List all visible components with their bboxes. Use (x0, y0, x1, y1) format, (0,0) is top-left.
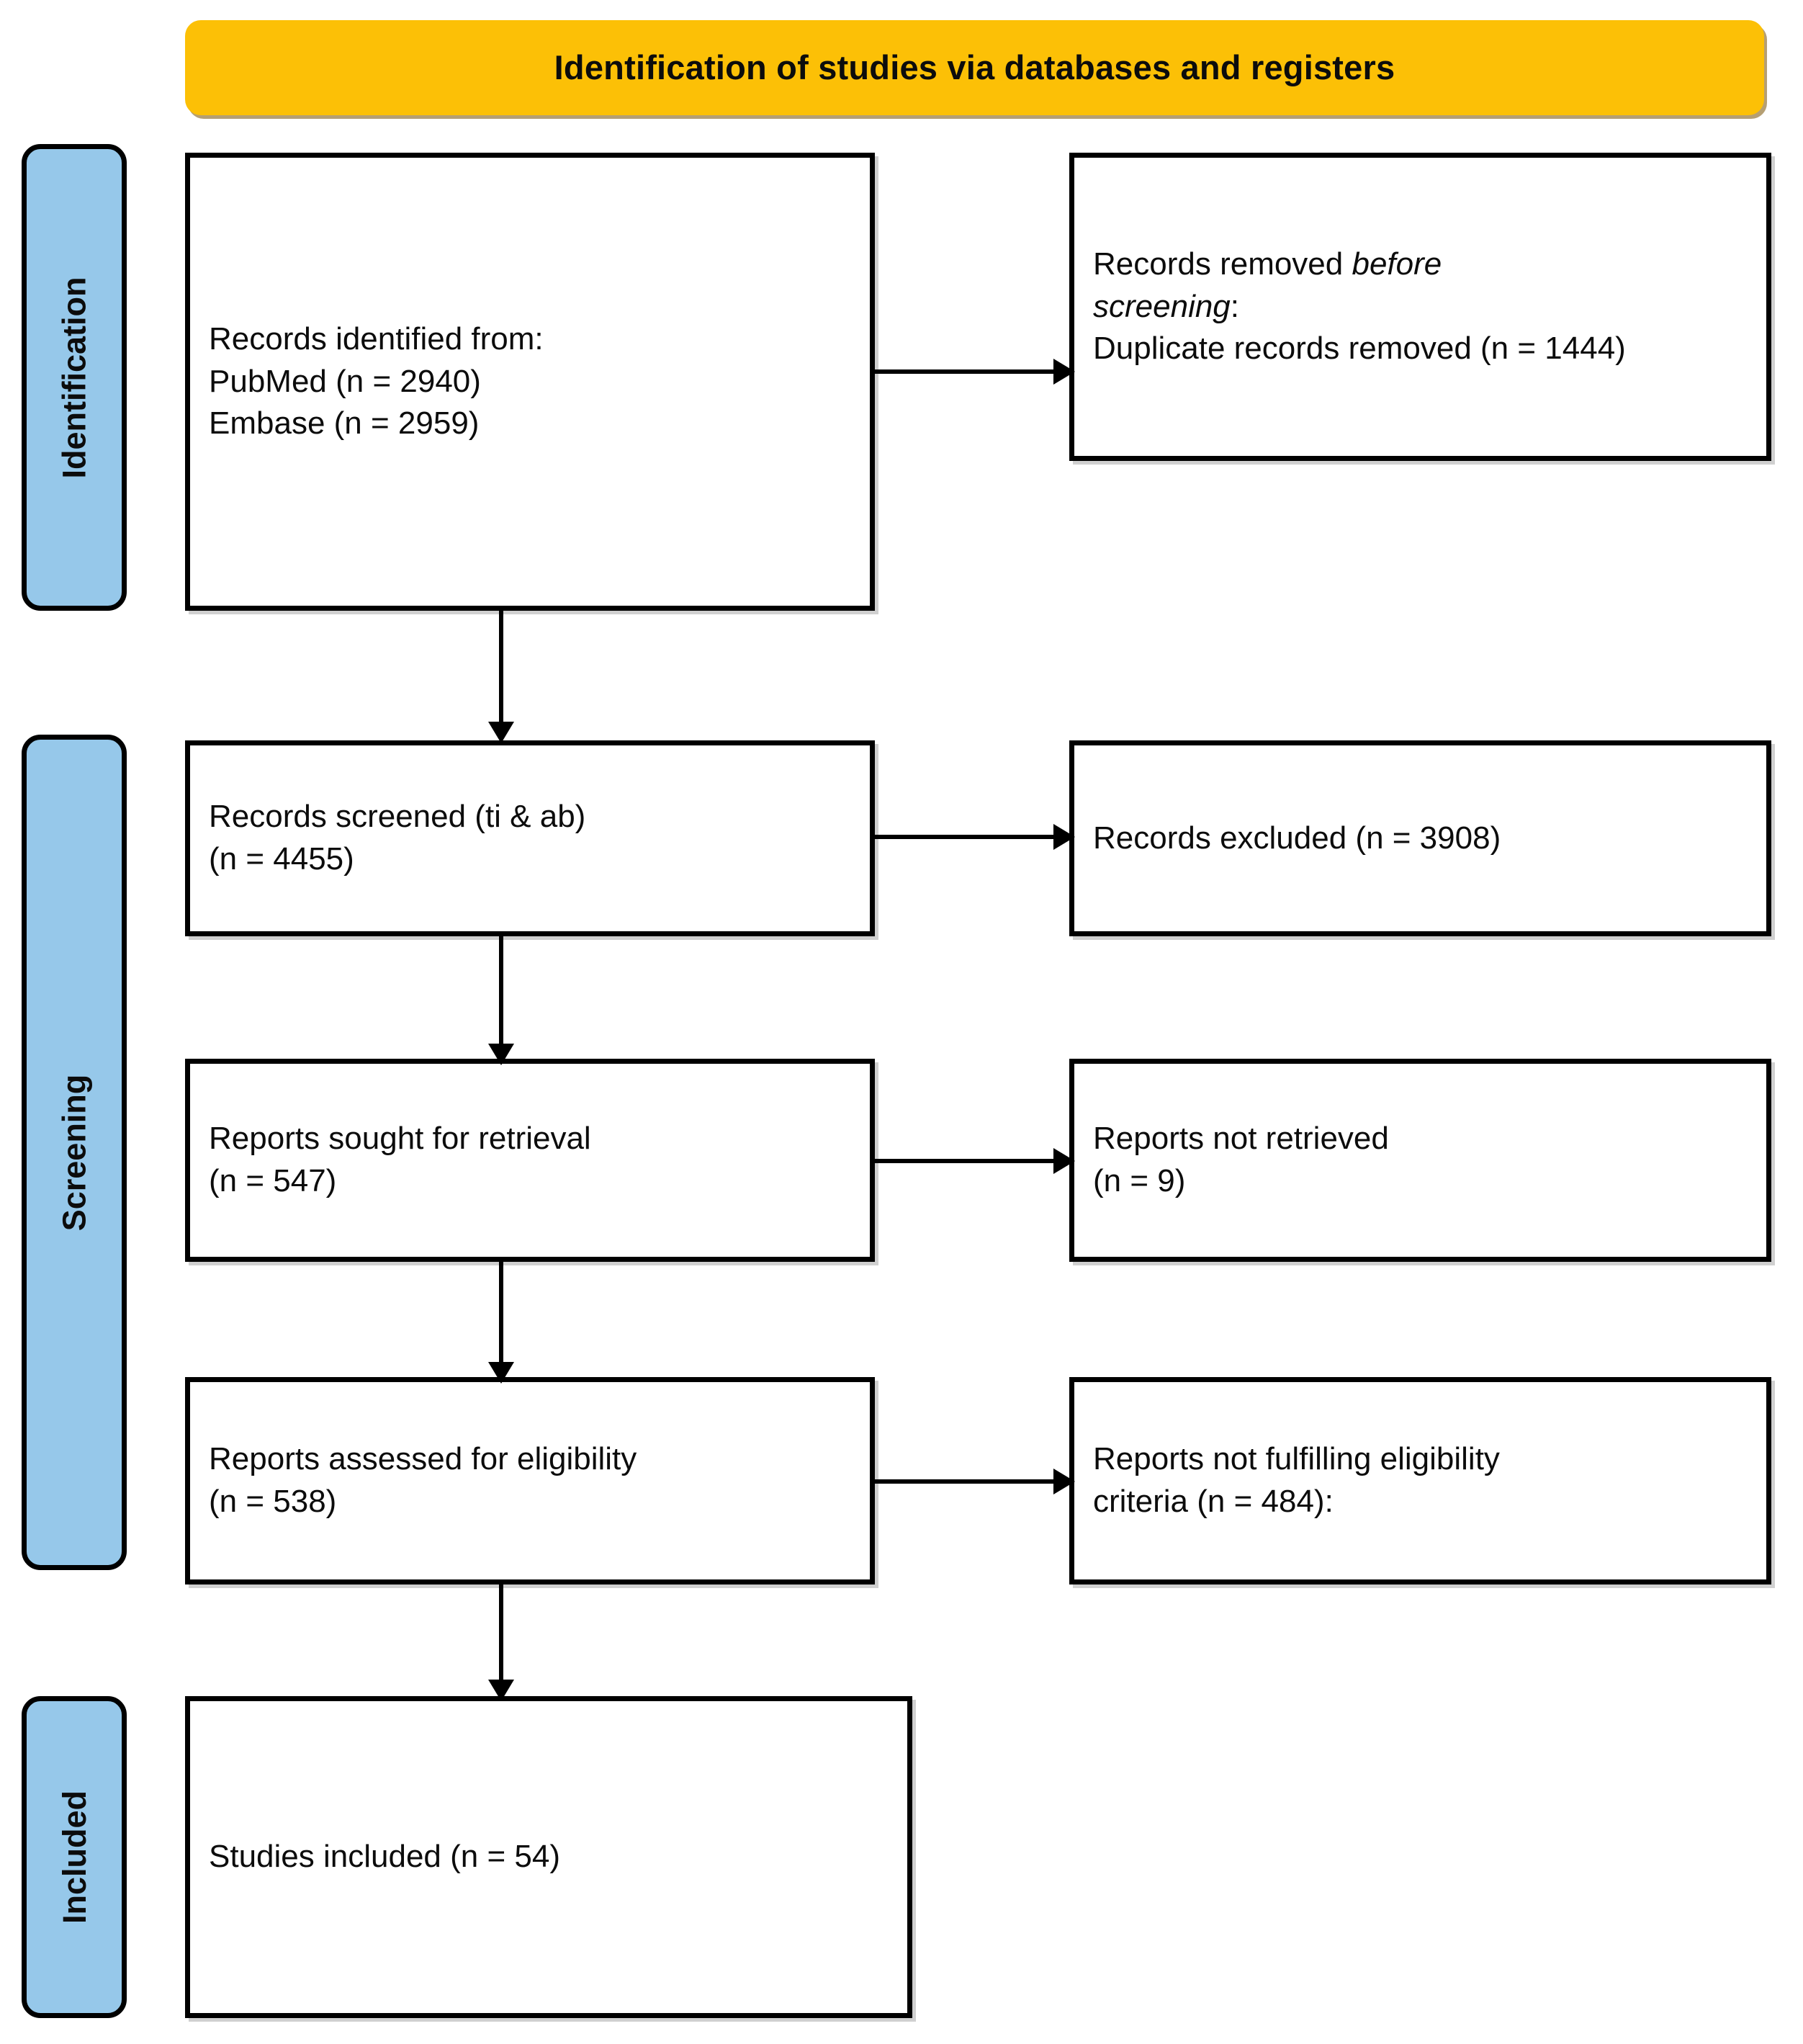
reports-not-fulfilling-line-1: Reports not fulfilling eligibility (1093, 1441, 1500, 1477)
records-identified-line-3: Embase (n = 2959) (209, 405, 480, 441)
records-removed-duplicates: Duplicate records removed (n = 1444) (1093, 331, 1626, 367)
arrow-assessed-to-not-fulfilling-icon (870, 1467, 1075, 1496)
stage-label-included-text: Included (55, 1790, 93, 1924)
arrow-identified-to-removed-icon (870, 357, 1075, 386)
records-identified-line-2: PubMed (n = 2940) (209, 363, 481, 399)
arrow-assessed-to-included-icon (487, 1580, 516, 1701)
records-removed-italic-screening: screening (1093, 288, 1231, 324)
node-reports-not-retrieved: Reports not retrieved (n = 9) (1069, 1059, 1771, 1262)
node-records-excluded: Records excluded (n = 3908) (1069, 740, 1771, 936)
node-records-removed-text: Records removed before screening: Duplic… (1074, 243, 1766, 371)
reports-assessed-line-1: Reports assessed for eligibility (209, 1441, 637, 1477)
node-records-screened-text: Records screened (ti & ab) (n = 4455) (190, 796, 870, 881)
arrow-sought-to-not-retrieved-icon (870, 1147, 1075, 1175)
node-reports-not-retrieved-text: Reports not retrieved (n = 9) (1074, 1118, 1766, 1203)
arrow-screened-to-excluded-icon (870, 822, 1075, 851)
records-screened-line-2: (n = 4455) (209, 841, 354, 877)
arrow-sought-to-assessed-icon (487, 1258, 516, 1384)
stage-label-identification: Identification (22, 144, 127, 611)
node-records-identified-text: Records identified from: PubMed (n = 294… (190, 318, 870, 446)
reports-not-retrieved-line-1: Reports not retrieved (1093, 1121, 1389, 1157)
node-reports-sought-text: Reports sought for retrieval (n = 547) (190, 1118, 870, 1203)
diagram-header-banner: Identification of studies via databases … (185, 20, 1764, 115)
stage-label-identification-text: Identification (55, 277, 93, 478)
reports-not-fulfilling-line-2: criteria (n = 484): (1093, 1484, 1334, 1519)
reports-sought-line-1: Reports sought for retrieval (209, 1121, 591, 1157)
node-reports-not-fulfilling-text: Reports not fulfilling eligibility crite… (1074, 1438, 1766, 1523)
arrow-identified-to-screened-icon (487, 606, 516, 743)
node-reports-assessed-text: Reports assessed for eligibility (n = 53… (190, 1438, 870, 1523)
node-reports-assessed-for-eligibility: Reports assessed for eligibility (n = 53… (185, 1377, 875, 1584)
stage-label-screening-text: Screening (55, 1074, 93, 1231)
records-removed-italic-before: before (1352, 246, 1442, 282)
node-studies-included-text: Studies included (n = 54) (209, 1839, 560, 1875)
records-removed-colon: : (1230, 288, 1240, 324)
node-reports-not-fulfilling-eligibility: Reports not fulfilling eligibility crite… (1069, 1377, 1771, 1584)
node-records-excluded-text: Records excluded (n = 3908) (1093, 820, 1501, 856)
node-records-screened: Records screened (ti & ab) (n = 4455) (185, 740, 875, 936)
reports-sought-line-2: (n = 547) (209, 1163, 337, 1198)
stage-label-included: Included (22, 1696, 127, 2018)
reports-not-retrieved-line-2: (n = 9) (1093, 1163, 1186, 1198)
reports-assessed-line-2: (n = 538) (209, 1484, 337, 1519)
node-reports-sought-for-retrieval: Reports sought for retrieval (n = 547) (185, 1059, 875, 1262)
node-records-identified: Records identified from: PubMed (n = 294… (185, 153, 875, 611)
arrow-screened-to-sought-icon (487, 932, 516, 1065)
node-records-removed-before-screening: Records removed before screening: Duplic… (1069, 153, 1771, 461)
records-identified-line-1: Records identified from: (209, 321, 544, 357)
stage-label-screening: Screening (22, 735, 127, 1570)
records-screened-line-1: Records screened (ti & ab) (209, 799, 586, 835)
records-removed-prefix: Records removed (1093, 246, 1352, 282)
diagram-title: Identification of studies via databases … (554, 48, 1395, 87)
node-studies-included: Studies included (n = 54) (185, 1696, 912, 2018)
